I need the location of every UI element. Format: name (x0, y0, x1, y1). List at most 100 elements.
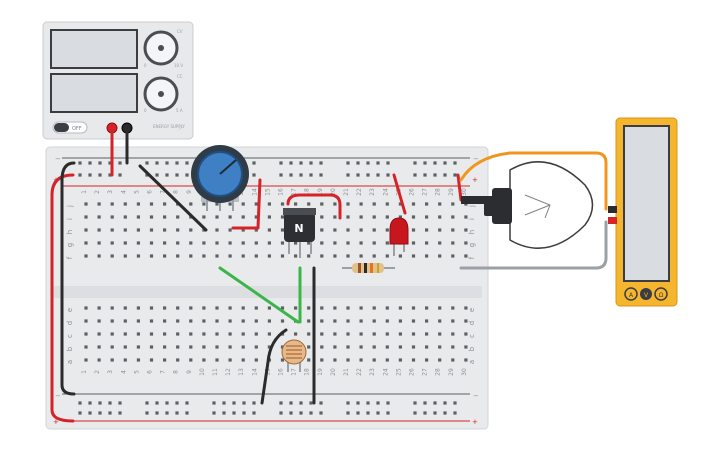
rail-hole[interactable] (386, 411, 390, 415)
hole-f-21[interactable] (346, 254, 350, 258)
wire-red-rail-to-bulb[interactable] (456, 173, 463, 202)
rail-hole[interactable] (88, 173, 92, 177)
rail-hole[interactable] (366, 411, 370, 415)
hole-i-19[interactable] (320, 215, 324, 219)
hole-g-16[interactable] (280, 241, 285, 245)
hole-d-12[interactable] (228, 319, 232, 323)
hole-g-17[interactable] (294, 241, 298, 245)
hole-e-1[interactable] (84, 306, 88, 310)
hole-i-7[interactable] (163, 215, 167, 219)
wire-red-led-to-rail[interactable] (392, 173, 407, 215)
hole-b-5[interactable] (136, 345, 140, 349)
hole-i-16[interactable] (280, 215, 285, 219)
hole-f-10[interactable] (202, 254, 206, 258)
photoresistor[interactable] (281, 339, 307, 372)
hole-f-29[interactable] (451, 254, 455, 258)
hole-c-27[interactable] (425, 332, 429, 336)
hole-i-15[interactable] (267, 215, 271, 219)
hole-e-13[interactable] (241, 306, 245, 310)
hole-b-21[interactable] (346, 345, 350, 349)
hole-d-9[interactable] (189, 319, 193, 323)
hole-g-23[interactable] (372, 241, 376, 245)
hole-a-7[interactable] (163, 358, 167, 362)
hole-i-20[interactable] (333, 215, 337, 219)
hole-a-27[interactable] (425, 358, 429, 362)
rail-hole[interactable] (98, 161, 102, 165)
hole-h-13[interactable] (241, 228, 245, 232)
rail-hole[interactable] (433, 161, 437, 165)
hole-b-7[interactable] (163, 345, 167, 349)
wire-red-pot-to-rail[interactable] (231, 178, 262, 230)
hole-f-23[interactable] (372, 254, 376, 258)
hole-i-5[interactable] (136, 215, 140, 219)
hole-i-2[interactable] (97, 215, 101, 219)
hole-e-9[interactable] (189, 306, 193, 310)
hole-e-12[interactable] (228, 306, 232, 310)
hole-j-5[interactable] (136, 202, 140, 206)
hole-c-19[interactable] (320, 332, 324, 336)
hole-d-4[interactable] (123, 319, 127, 323)
rail-hole[interactable] (108, 161, 112, 165)
hole-f-6[interactable] (149, 254, 154, 258)
hole-d-13[interactable] (241, 319, 245, 323)
hole-j-9[interactable] (189, 202, 193, 206)
hole-b-22[interactable] (359, 345, 363, 349)
hole-c-7[interactable] (163, 332, 167, 336)
hole-j-10[interactable] (202, 202, 206, 206)
hole-f-22[interactable] (359, 254, 363, 258)
rail-hole[interactable] (252, 411, 256, 415)
rail-hole[interactable] (386, 173, 390, 177)
hole-a-16[interactable] (280, 358, 285, 362)
hole-g-4[interactable] (123, 241, 127, 245)
hole-h-22[interactable] (359, 228, 363, 232)
hole-b-30[interactable] (464, 345, 468, 349)
rail-hole[interactable] (319, 173, 323, 177)
light-bulb[interactable] (461, 161, 594, 249)
hole-j-7[interactable] (163, 202, 167, 206)
rail-hole[interactable] (155, 411, 159, 415)
hole-i-13[interactable] (241, 215, 245, 219)
hole-f-5[interactable] (136, 254, 140, 258)
rail-hole[interactable] (433, 173, 437, 177)
hole-a-23[interactable] (372, 358, 376, 362)
hole-h-27[interactable] (425, 228, 429, 232)
hole-c-3[interactable] (110, 332, 114, 336)
rail-hole[interactable] (108, 411, 112, 415)
rail-hole[interactable] (376, 161, 380, 165)
hole-h-29[interactable] (451, 228, 455, 232)
red-led[interactable] (389, 217, 409, 256)
rail-hole[interactable] (376, 411, 380, 415)
hole-d-24[interactable] (385, 319, 389, 323)
hole-h-12[interactable] (228, 228, 232, 232)
hole-j-2[interactable] (97, 202, 101, 206)
hole-a-9[interactable] (189, 358, 193, 362)
rail-hole[interactable] (222, 401, 226, 405)
wires[interactable] (50, 126, 608, 423)
hole-h-16[interactable] (280, 228, 285, 232)
hole-d-16[interactable] (280, 319, 285, 323)
rail-hole[interactable] (453, 161, 457, 165)
rail-hole[interactable] (108, 401, 112, 405)
hole-c-14[interactable] (254, 332, 258, 336)
hole-h-8[interactable] (176, 228, 180, 232)
hole-b-24[interactable] (385, 345, 389, 349)
rail-hole[interactable] (175, 411, 179, 415)
power-supply[interactable]: CV CC 0 10 V 0 5 A OFF ENERGY SUPPLY ⚡ (42, 21, 194, 140)
hole-e-22[interactable] (359, 306, 363, 310)
rail-hole[interactable] (376, 173, 380, 177)
hole-d-21[interactable] (346, 319, 350, 323)
hole-f-8[interactable] (176, 254, 180, 258)
hole-g-12[interactable] (228, 241, 232, 245)
hole-b-29[interactable] (451, 345, 455, 349)
hole-c-8[interactable] (176, 332, 180, 336)
rail-hole[interactable] (423, 161, 427, 165)
hole-c-17[interactable] (294, 332, 298, 336)
hole-a-6[interactable] (149, 358, 154, 362)
hole-d-27[interactable] (425, 319, 429, 323)
hole-a-8[interactable] (176, 358, 180, 362)
rail-hole[interactable] (78, 161, 82, 165)
rail-hole[interactable] (242, 411, 246, 415)
hole-j-13[interactable] (241, 202, 245, 206)
rail-hole[interactable] (443, 401, 447, 405)
hole-g-14[interactable] (254, 241, 258, 245)
